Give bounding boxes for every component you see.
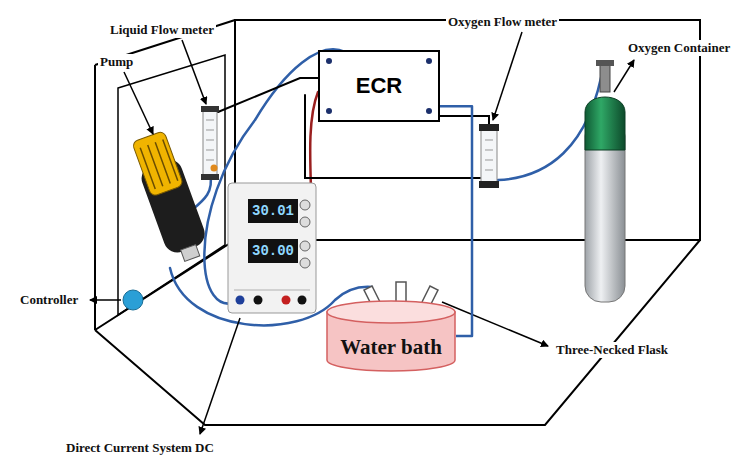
display-frame — [248, 199, 298, 223]
meter-cap — [201, 174, 219, 180]
panel-line — [234, 290, 310, 291]
valve-handle — [596, 60, 614, 66]
liquid-flow-meter — [201, 106, 219, 180]
black-wire — [218, 78, 318, 112]
motor-fins — [140, 140, 178, 190]
leader-arrow — [90, 299, 121, 301]
leader-arrow — [614, 60, 634, 92]
part-label: Pump — [98, 54, 135, 70]
terminal — [254, 296, 263, 305]
meter-tube — [203, 110, 217, 176]
cylinder-valve — [600, 62, 610, 92]
knob — [300, 258, 310, 268]
supply-case — [228, 183, 316, 313]
leader-arrow — [200, 318, 240, 434]
terminal — [298, 296, 307, 305]
part-label: Oxygen Container — [626, 40, 732, 56]
enclosure-frame — [95, 20, 700, 425]
pump-motor — [132, 131, 184, 197]
oxygen-cylinder — [585, 60, 625, 302]
leader-arrow — [182, 40, 206, 104]
meter-cap — [201, 106, 219, 112]
leader-arrow — [493, 32, 522, 120]
dc-power-supply — [228, 183, 316, 313]
meter-tube — [481, 128, 497, 184]
terminal — [282, 296, 291, 305]
part-label: Oxygen Flow meter — [446, 14, 559, 30]
terminal — [236, 296, 245, 305]
node-label: Water bath — [340, 313, 442, 360]
bath-top — [327, 301, 455, 323]
leader-lines — [90, 32, 634, 434]
meter-scale — [485, 140, 493, 170]
leader-arrow — [124, 72, 153, 134]
display-reading: 30.01 — [250, 201, 296, 221]
knob — [300, 217, 310, 227]
leader-arrow — [442, 302, 548, 346]
corner-bolt — [426, 108, 432, 114]
part-label: Liquid Flow meter — [108, 22, 216, 38]
node-label: ECR — [356, 73, 402, 99]
display-frame — [248, 239, 298, 263]
corner-bolt — [326, 58, 332, 64]
cylinder-top — [585, 97, 625, 150]
tubing — [170, 49, 604, 325]
meter-cap — [479, 124, 499, 131]
oxygen-flow-meter — [479, 124, 499, 188]
meter-scale — [206, 120, 214, 160]
meter-knob — [211, 165, 218, 172]
part-label: Three-Necked Flask — [554, 342, 670, 358]
water-bath: Water bath — [326, 300, 456, 372]
left-wall — [95, 20, 235, 330]
knob — [300, 200, 310, 210]
controller-knob — [123, 290, 143, 310]
part-label: Controller — [18, 292, 80, 308]
pump-outlet — [181, 245, 200, 262]
display-reading: 30.00 — [250, 241, 296, 261]
pump-symbol — [128, 129, 212, 266]
corner-bolt — [426, 58, 432, 64]
part-label: Direct Current System DC — [64, 440, 216, 456]
flask-neck — [396, 282, 406, 302]
tube-connector — [440, 106, 472, 336]
corner-bolt — [326, 108, 332, 114]
knob — [300, 241, 310, 251]
meter-cap — [479, 181, 499, 188]
ecr-box: ECR — [318, 50, 440, 122]
